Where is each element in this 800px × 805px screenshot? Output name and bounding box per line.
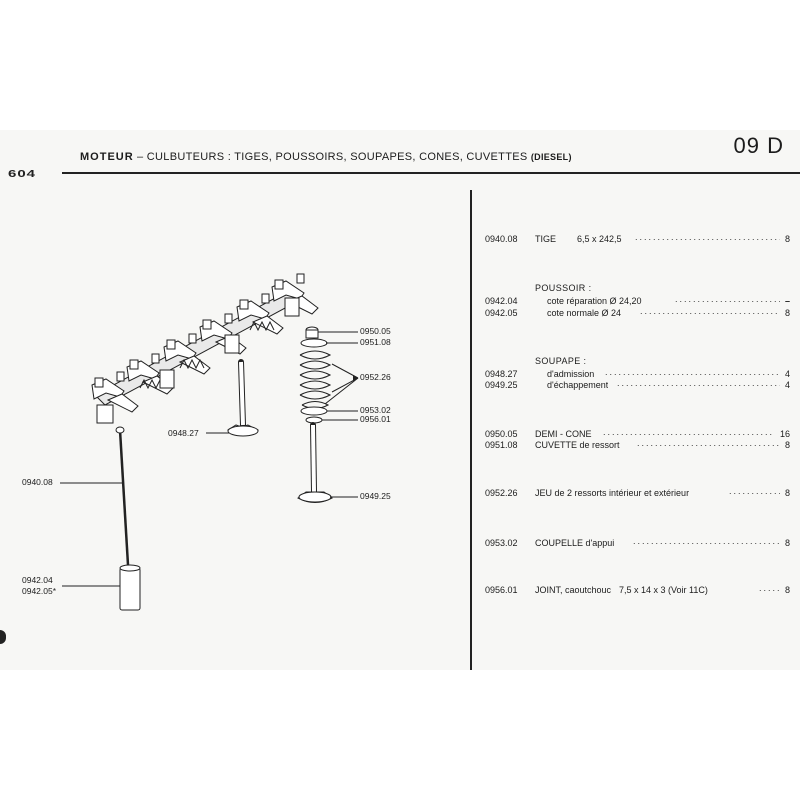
part-desc: d'échappement [547,380,609,390]
callout-0956-01: 0956.01 [360,414,391,424]
part-spec: 7,5 x 14 x 3 (Voir 11C) [619,585,708,595]
part-row: 0950.05 DEMI - CONE ....................… [485,427,790,441]
part-row: 0951.08 CUVETTE de ressort .............… [485,438,790,452]
page-code: 09 D [733,133,784,158]
leader-dots: ................................ [675,294,780,304]
part-row: 0953.02 COUPELLE d'appui ...............… [485,536,790,550]
part-ref: 0942.04 [485,296,518,306]
part-qty: 8 [784,538,790,548]
part-qty: 8 [784,234,790,244]
part-qty: 8 [784,440,790,450]
exploded-diagram: 0950.05 0951.08 0952.26 0953.02 0956.01 … [22,273,391,611]
callout-0950-05: 0950.05 [360,326,391,336]
part-desc: TIGE [535,234,557,244]
part-qty: 4 [784,369,790,379]
part-row: 0942.04 cote réparation Ø 24,20 ........… [485,294,790,308]
part-desc: d'admission [547,369,595,379]
parts-list: 0940.08 TIGE 6,5 x 242,5 ...............… [485,0,790,800]
callout-0948-27: 0948.27 [168,428,199,438]
part-desc: COUPELLE d'appui [535,538,615,548]
binder-hole-mark [0,630,6,644]
part-qty: – [784,296,790,306]
part-row: 0948.27 d'admission ....................… [485,367,790,381]
callout-0949-25: 0949.25 [360,491,391,501]
part-spec: 6,5 x 242,5 [577,234,622,244]
part-qty: 8 [784,308,790,318]
part-row: 0942.05 cote normale Ø 24 ..............… [485,306,790,320]
group-heading-soupape: SOUPAPE : [535,356,587,366]
callout-0953-02: 0953.02 [360,405,391,415]
rocker-assembly-drawing [60,273,359,611]
title-suffix: (DIESEL) [530,152,572,162]
part-ref: 0950.05 [485,429,518,439]
leader-dots: ..... [759,583,780,593]
part-ref: 0949.25 [485,380,518,390]
part-desc: CUVETTE de ressort [535,440,620,450]
part-ref: 0942.05 [485,308,518,318]
leader-dots: ........................................… [635,232,780,242]
part-desc: DEMI - CONE [535,429,592,439]
leader-dots: ........................................… [605,367,780,377]
part-ref: 0953.02 [485,538,518,548]
leader-dots: ................ [729,486,780,496]
part-desc: JEU de 2 ressorts intérieur et extérieur [535,488,690,498]
part-row: 0956.01 JOINT, caoutchouc 7,5 x 14 x 3 (… [485,583,790,597]
leader-dots: ........................................… [637,438,780,448]
callout-0940-08: 0940.08 [22,477,53,487]
part-qty: 4 [784,380,790,390]
part-desc: cote normale Ø 24 [547,308,622,318]
model-logo: 604 [8,168,37,180]
part-ref: 0940.08 [485,234,518,244]
part-row: 0949.25 d'échappement ..................… [485,378,790,392]
part-ref: 0952.26 [485,488,518,498]
leader-dots: ........................................… [640,306,780,316]
title-rest: – CULBUTEURS : TIGES, POUSSOIRS, SOUPAPE… [133,151,531,163]
callout-0952-26: 0952.26 [360,372,391,382]
column-divider [470,190,472,670]
title-main: MOTEUR [80,151,134,163]
group-heading-poussoir: POUSSOIR : [535,283,592,293]
callout-0951-08: 0951.08 [360,337,391,347]
part-row: 0952.26 JEU de 2 ressorts intérieur et e… [485,486,790,500]
page-title: MOTEUR – CULBUTEURS : TIGES, POUSSOIRS, … [80,151,572,163]
leader-dots: ........................................… [603,427,773,437]
part-qty: 8 [784,488,790,498]
leader-dots: ........................................… [633,536,780,546]
part-qty: 8 [784,585,790,595]
callout-0942-04: 0942.04 [22,575,53,585]
callout-0942-05: 0942.05* [22,586,57,596]
part-desc: cote réparation Ø 24,20 [547,296,642,306]
part-desc: JOINT, caoutchouc [535,585,612,595]
part-ref: 0956.01 [485,585,518,595]
part-ref: 0951.08 [485,440,518,450]
part-ref: 0948.27 [485,369,518,379]
part-qty: 16 [779,429,790,439]
part-row: 0940.08 TIGE 6,5 x 242,5 ...............… [485,232,790,246]
header-rule [62,172,800,174]
leader-dots: ........................................… [617,378,780,388]
